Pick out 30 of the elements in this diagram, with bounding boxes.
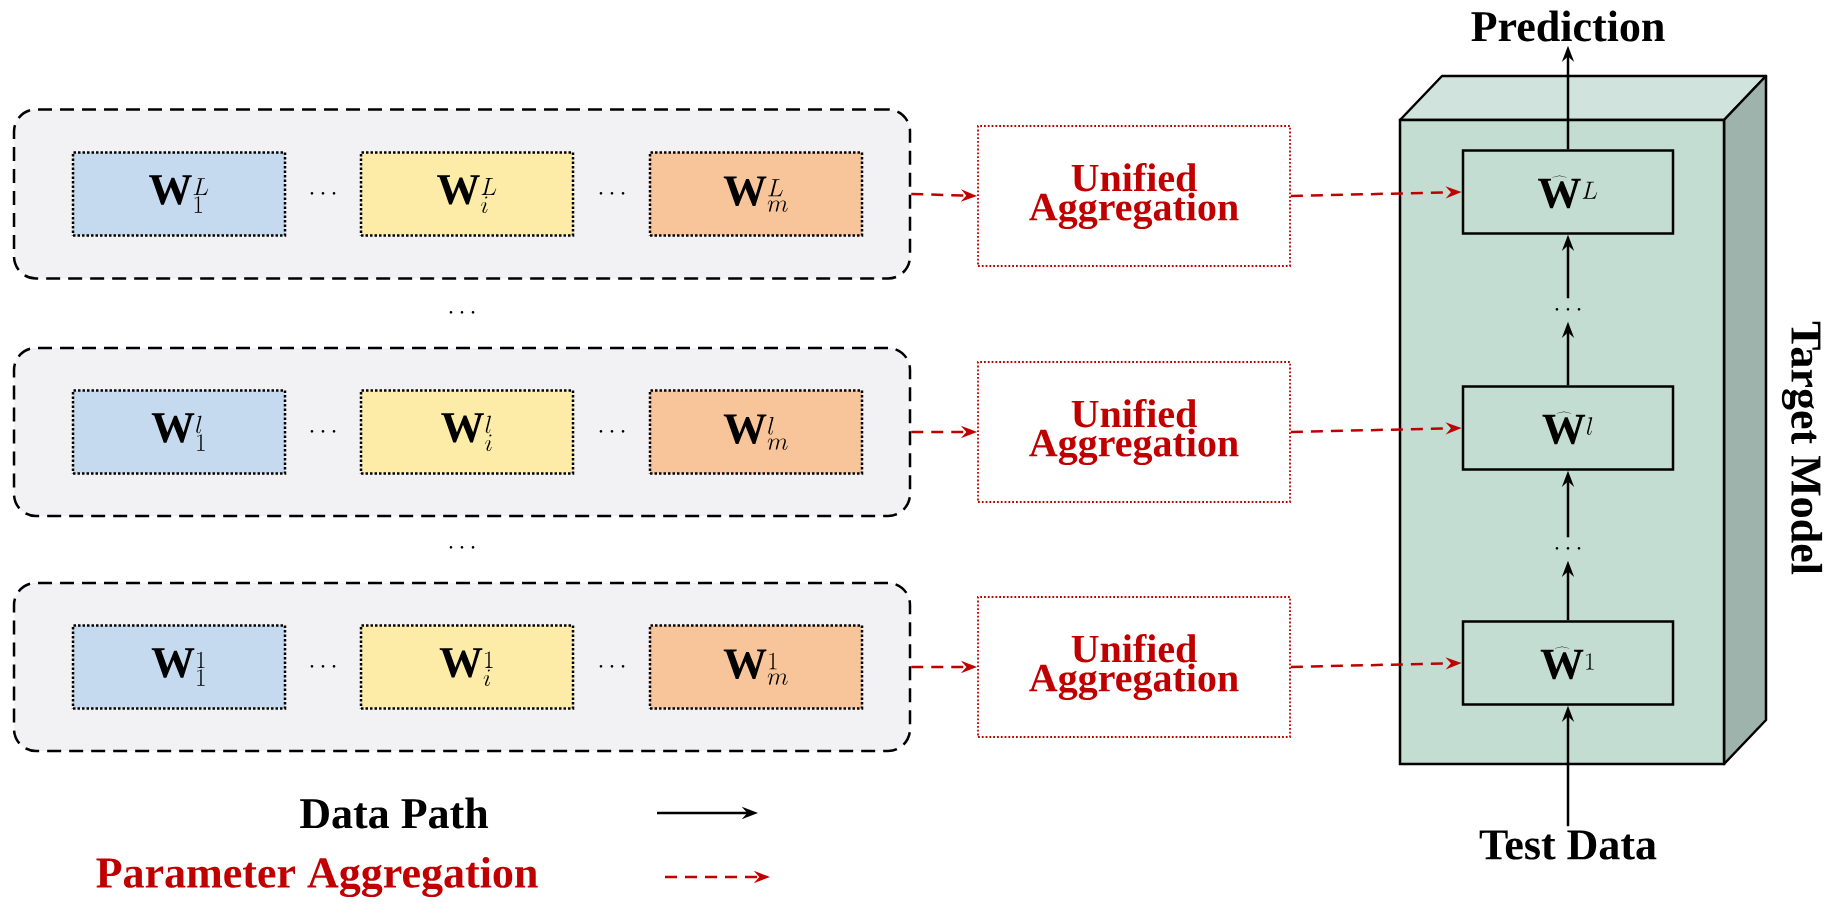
ellipsis: $\cdots$ xyxy=(310,430,336,433)
ellipsis: $\cdots$ xyxy=(1555,547,1581,550)
ellipsis: $\cdots$ xyxy=(449,546,475,549)
aggregation-box: Unified Aggregation xyxy=(977,125,1291,267)
weight-box: $\mathbf{W}_m^l$ xyxy=(648,389,864,475)
io-text: Test Data xyxy=(1479,830,1657,860)
legend-text: Data Path xyxy=(300,797,489,829)
io-text: Prediction xyxy=(1471,10,1665,42)
weight-box: $\mathbf{W}_1^1$ xyxy=(71,624,287,710)
layer-box: $\widehat{\mathbf{W}}^L$ xyxy=(1461,149,1675,235)
aggregation-box: Unified Aggregation xyxy=(977,361,1291,503)
weight-box: $\mathbf{W}_1^l$ xyxy=(71,389,287,475)
layer-box: $\widehat{\mathbf{W}}^1$ xyxy=(1461,620,1675,706)
legend-text: Parameter Aggregation xyxy=(96,856,538,898)
ellipsis: $\cdots$ xyxy=(310,192,336,195)
ellipsis: $\cdots$ xyxy=(310,665,336,668)
aggregation-box: Unified Aggregation xyxy=(977,596,1291,738)
node-label: Target Model xyxy=(1781,321,1823,575)
ellipsis: $\cdots$ xyxy=(449,311,475,314)
ellipsis: $\cdots$ xyxy=(599,665,625,668)
weight-box: $\mathbf{W}_i^l$ xyxy=(359,389,575,475)
ellipsis: $\cdots$ xyxy=(599,192,625,195)
weight-box: $\mathbf{W}_m^1$ xyxy=(648,624,864,710)
ellipsis: $\cdots$ xyxy=(1555,308,1581,311)
weight-box: $\mathbf{W}_i^L$ xyxy=(359,151,575,237)
ellipsis: $\cdots$ xyxy=(599,430,625,433)
weight-box: $\mathbf{W}_m^L$ xyxy=(648,151,864,237)
weight-box: $\mathbf{W}_i^1$ xyxy=(359,624,575,710)
layer-box: $\widehat{\mathbf{W}}^l$ xyxy=(1461,385,1675,471)
weight-box: $\mathbf{W}_1^L$ xyxy=(71,151,287,237)
